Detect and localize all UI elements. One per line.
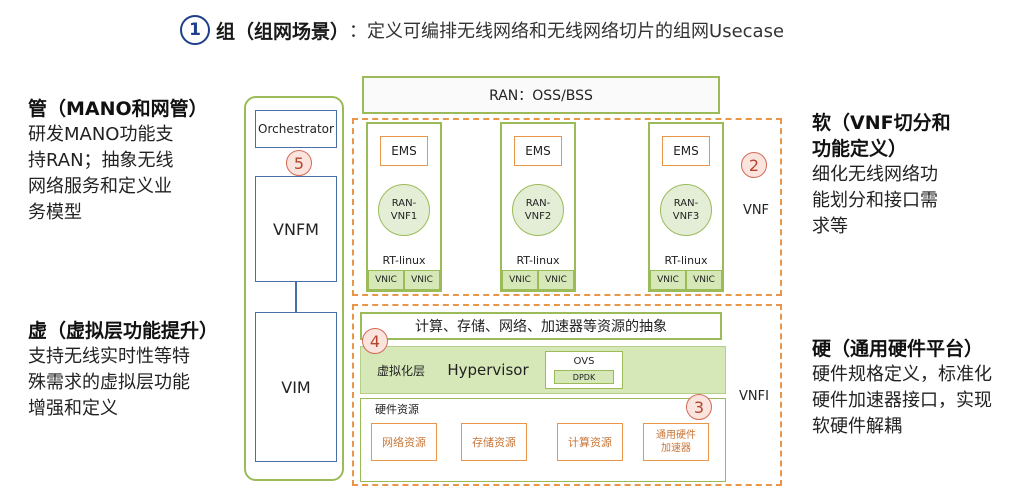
vnic-box: VNIC xyxy=(502,270,538,290)
hard-line: 软硬件解耦 xyxy=(812,416,902,437)
rt-linux-label: RT-linux xyxy=(382,253,426,267)
ems-box: EMS xyxy=(662,136,710,166)
ran-vnf-label: RAN- xyxy=(673,198,699,209)
ran-vnf-label: RAN- xyxy=(391,198,417,209)
hard-description: 硬（通用硬件平台） 硬件规格定义，标准化 硬件加速器接口，实现 软硬件解耦 xyxy=(812,336,1027,440)
hard-line: 硬件规格定义，标准化 xyxy=(812,364,992,385)
mano-heading: 管（MANO和网管） xyxy=(28,98,208,120)
hard-line: 硬件加速器接口，实现 xyxy=(812,390,992,411)
hard-heading: 硬（通用硬件平台） xyxy=(812,338,984,360)
hardware-resources: 硬件资源 网络资源 存储资源 计算资源 通用硬件 加速器 xyxy=(360,398,726,482)
hypervisor-label: Hypervisor xyxy=(447,361,529,379)
ran-vnf-circle: RAN- VNF3 xyxy=(660,184,712,236)
vnf-stack: EMS RAN- VNF3 RT-linux VNIC VNIC xyxy=(648,122,724,292)
ran-vnf-label: VNF1 xyxy=(390,211,418,222)
vnf-stack: EMS RAN- VNF1 RT-linux VNIC VNIC xyxy=(366,122,442,292)
accelerator-box: 通用硬件 加速器 xyxy=(643,423,709,461)
marker-2: 2 xyxy=(741,152,767,178)
vnfi-region xyxy=(352,304,782,486)
marker-5: 5 xyxy=(286,150,312,176)
title-row: 1 组（组网场景） ：定义可编排无线网络和无线网络切片的组网Usecase xyxy=(180,14,784,46)
orchestrator-box: Orchestrator xyxy=(255,110,337,148)
hardware-title: 硬件资源 xyxy=(375,403,419,416)
virt-line: 增强和定义 xyxy=(28,398,118,419)
ran-vnf-circle: RAN- VNF2 xyxy=(512,184,564,236)
soft-heading: 软（VNF切分和 xyxy=(812,112,951,134)
virt-heading: 虚（虚拟层功能提升） xyxy=(28,320,219,342)
virtualization-layer: 虚拟化层 Hypervisor OVS DPDK xyxy=(360,346,726,394)
network-resource-box: 网络资源 xyxy=(371,423,437,461)
virt-description: 虚（虚拟层功能提升） 支持无线实时性等特 殊需求的虚拟层功能 增强和定义 xyxy=(28,318,248,422)
ovs-label: OVS xyxy=(573,355,595,367)
ran-oss-bss-box: RAN：OSS/BSS xyxy=(362,76,720,114)
vnfm-vim-connector xyxy=(295,282,297,312)
vnic-box: VNIC xyxy=(650,270,686,290)
ran-vnf-label: RAN- xyxy=(525,198,551,209)
soft-line: 求等 xyxy=(812,216,848,237)
title-strong: 组（组网场景） xyxy=(216,20,350,43)
ran-vnf-circle: RAN- VNF1 xyxy=(378,184,430,236)
marker-3: 3 xyxy=(686,394,712,420)
soft-line: 细化无线网络功 xyxy=(812,164,938,185)
mano-line: 网络服务和定义业 xyxy=(28,176,172,197)
vim-box: VIM xyxy=(255,312,337,462)
soft-description: 软（VNF切分和 功能定义） 细化无线网络功 能划分和接口需 求等 xyxy=(812,110,1012,240)
dpdk-box: DPDK xyxy=(554,370,614,384)
accelerator-label: 通用硬件 xyxy=(656,430,696,441)
vnf-stack: EMS RAN- VNF2 RT-linux VNIC VNIC xyxy=(500,122,576,292)
resource-abstraction-bar: 计算、存储、网络、加速器等资源的抽象 xyxy=(360,312,722,340)
ovs-box: OVS DPDK xyxy=(545,351,623,389)
title-rest: ：定义可编排无线网络和无线网络切片的组网Usecase xyxy=(349,21,785,42)
virt-line: 殊需求的虚拟层功能 xyxy=(28,372,190,393)
rt-linux-label: RT-linux xyxy=(664,253,708,267)
ems-box: EMS xyxy=(380,136,428,166)
ems-box: EMS xyxy=(514,136,562,166)
rt-linux-label: RT-linux xyxy=(516,253,560,267)
vnic-box: VNIC xyxy=(404,270,440,290)
soft-heading: 功能定义） xyxy=(812,138,908,160)
mano-line: 研发MANO功能支 xyxy=(28,124,174,145)
compute-resource-box: 计算资源 xyxy=(557,423,623,461)
vnic-box: VNIC xyxy=(368,270,404,290)
virt-layer-label: 虚拟化层 xyxy=(376,363,425,378)
vnf-region xyxy=(352,118,782,296)
mano-column xyxy=(244,96,344,481)
title-number-badge: 1 xyxy=(180,15,210,45)
virt-line: 支持无线实时性等特 xyxy=(28,346,190,367)
accelerator-label: 加速器 xyxy=(661,443,691,454)
vnfm-box: VNFM xyxy=(255,176,337,282)
storage-resource-box: 存储资源 xyxy=(461,423,527,461)
marker-4: 4 xyxy=(362,328,388,354)
ran-vnf-label: VNF3 xyxy=(672,211,700,222)
mano-description: 管（MANO和网管） 研发MANO功能支 持RAN；抽象无线 网络服务和定义业 … xyxy=(28,96,238,226)
soft-line: 能划分和接口需 xyxy=(812,190,938,211)
vnic-box: VNIC xyxy=(538,270,574,290)
ran-vnf-label: VNF2 xyxy=(524,211,552,222)
vnf-label: VNF xyxy=(742,202,770,218)
vnfi-label: VNFI xyxy=(739,388,769,404)
mano-line: 持RAN；抽象无线 xyxy=(28,150,174,171)
vnic-box: VNIC xyxy=(686,270,722,290)
mano-line: 务模型 xyxy=(28,202,82,223)
